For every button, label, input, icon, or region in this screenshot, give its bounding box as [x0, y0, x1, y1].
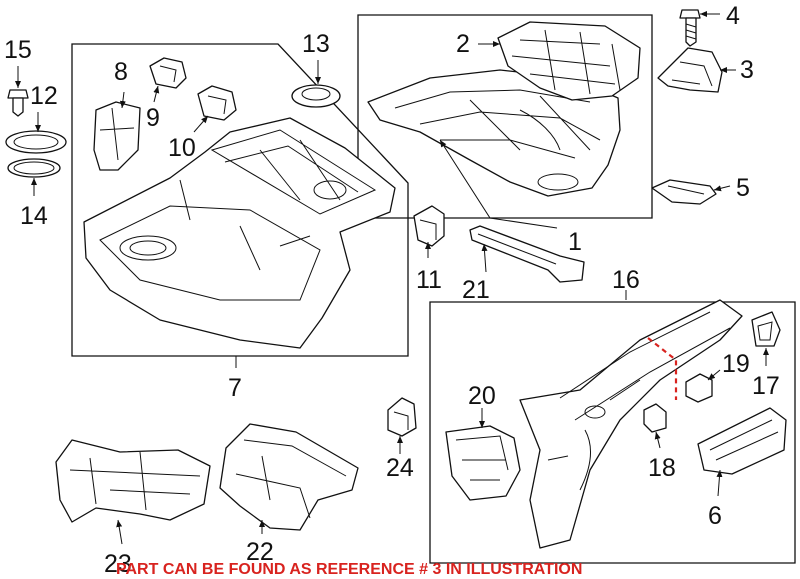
- callout-19: 19: [722, 350, 750, 378]
- callout-24: 24: [386, 454, 414, 482]
- callout-4: 4: [726, 2, 740, 30]
- callout-23: 23: [104, 550, 132, 578]
- callout-5: 5: [736, 174, 750, 202]
- cut-line: [647, 337, 678, 400]
- callout-7: 7: [228, 374, 242, 402]
- callout-21: 21: [462, 276, 490, 304]
- part-7-rear-floor: [83, 117, 396, 349]
- callout-12: 12: [30, 82, 58, 110]
- callout-13: 13: [302, 30, 330, 58]
- group-box-7: [71, 43, 409, 357]
- callout-22: 22: [246, 538, 274, 566]
- callout-14: 14: [20, 202, 48, 230]
- callout-8: 8: [114, 58, 128, 86]
- part-9-bracket: [149, 57, 187, 89]
- group-box-1: [357, 14, 653, 219]
- part-12-gasket: [5, 130, 67, 154]
- part-4-bolt: [679, 9, 701, 47]
- part-14-ring: [7, 158, 61, 178]
- callout-2: 2: [456, 30, 470, 58]
- part-10-bracket: [197, 85, 237, 121]
- part-23-crossmember: [55, 439, 211, 523]
- callout-17: 17: [752, 372, 780, 400]
- leader-lines: [15, 11, 769, 545]
- part-21-rail: [469, 225, 585, 283]
- callout-6: 6: [708, 502, 722, 530]
- part-22-crossmember: [219, 423, 359, 531]
- part-17-plate: [751, 311, 781, 347]
- part-3-bracket: [657, 47, 723, 93]
- part-15-bolt: [7, 89, 29, 117]
- part-20-extension: [445, 425, 521, 501]
- callout-20: 20: [468, 382, 496, 410]
- callout-15: 15: [4, 36, 32, 64]
- part-24-bracket: [387, 397, 417, 437]
- group-box-16: [429, 301, 796, 564]
- part-11-bracket: [413, 205, 445, 247]
- reference-note: PART CAN BE FOUND AS REFERENCE # 3 IN IL…: [116, 561, 582, 578]
- callout-9: 9: [146, 104, 160, 132]
- part-2-floor-panel: [497, 21, 641, 101]
- part-19-bracket: [685, 373, 713, 403]
- callout-10: 10: [168, 134, 196, 162]
- callout-1: 1: [568, 228, 582, 256]
- part-8-reinforcement: [93, 101, 141, 171]
- part-1-floor-pan: [367, 69, 621, 197]
- part-13-plug: [291, 84, 341, 108]
- callout-11: 11: [416, 266, 442, 294]
- part-6-bracket: [697, 407, 787, 475]
- part-18-bracket: [643, 403, 667, 433]
- callout-16: 16: [612, 266, 640, 294]
- part-16-frame-rail: [519, 299, 743, 549]
- part-5-bracket: [651, 179, 717, 205]
- callout-18: 18: [648, 454, 676, 482]
- callout-3: 3: [740, 56, 754, 84]
